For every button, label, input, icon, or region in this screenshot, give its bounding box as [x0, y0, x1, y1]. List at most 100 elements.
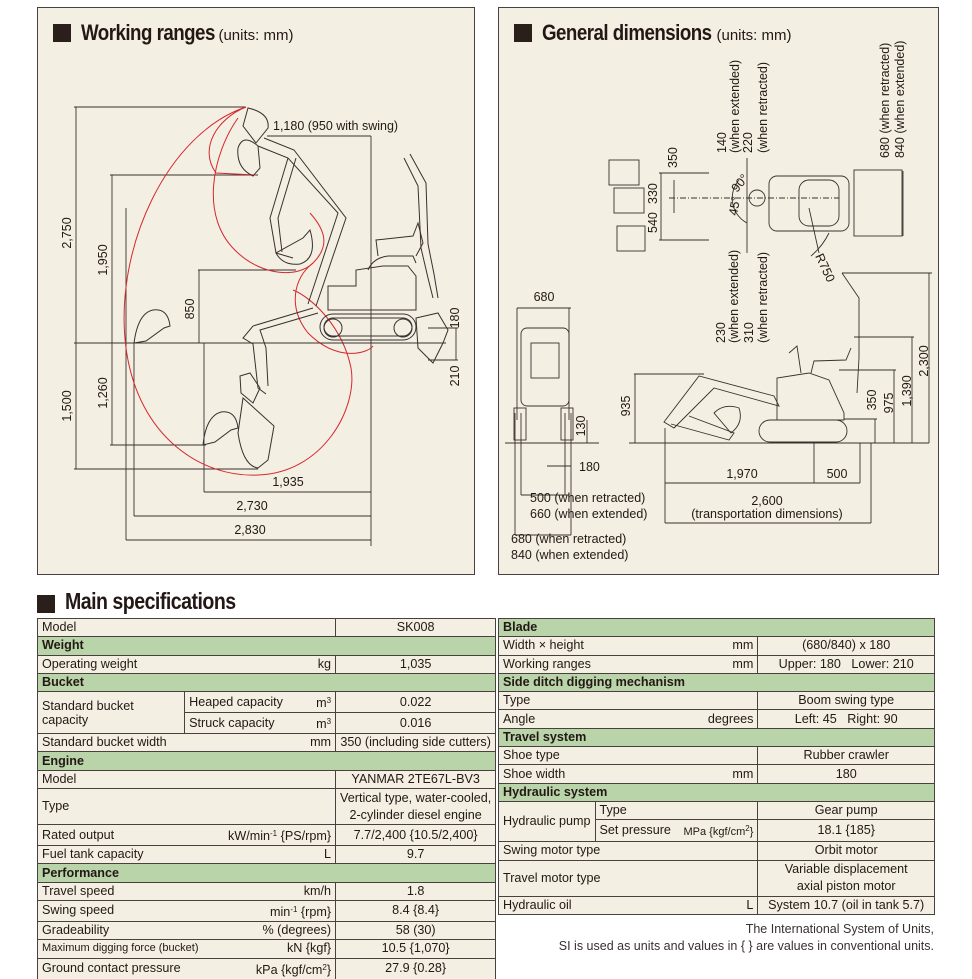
section-side-ditch: Side ditch digging mechanism: [498, 672, 935, 693]
unit-text: m: [316, 696, 327, 711]
row-value: 18.1 {185}: [757, 819, 935, 843]
dimension-lines: [74, 106, 458, 546]
label-front-width: 680: [534, 290, 555, 304]
label-reach-1935: 1,935: [272, 475, 303, 489]
label-max-reach: 2,830: [234, 523, 265, 537]
section-weight: Weight: [36, 636, 497, 656]
row-sublabel: Struck capacity: [184, 712, 287, 735]
table-row: Type Vertical type, water-cooled, 2-cyli…: [36, 788, 497, 826]
spec-table-left: Model SK008 Weight Operating weight kg 1…: [36, 617, 497, 979]
table-row: Angle degrees Left: 45 Right: 90: [498, 709, 935, 729]
value-line-1: Vertical type, water-cooled,: [340, 790, 492, 805]
spec-table-right: Blade Width × height mm (680/840) x 180 …: [497, 617, 935, 915]
row-label: Hydraulic oil: [498, 895, 684, 915]
label-angle-90: 90°: [729, 171, 752, 194]
row-value: 10.5 {1,070}: [335, 939, 497, 959]
excavator-side-view: [629, 272, 932, 524]
row-value: Gear pump: [757, 800, 935, 821]
row-label: Ground contact pressure: [36, 957, 185, 979]
label-310: 310: [742, 322, 756, 343]
label-350-top: 350: [666, 147, 680, 168]
table-row: Travel speed km/h 1.8: [36, 881, 497, 901]
label-transport: (transportation dimensions): [691, 507, 842, 521]
table-row: Gradeability % (degrees) 58 (30): [36, 920, 497, 941]
unit-text: {rpm}: [297, 904, 332, 919]
row-label: Width × height: [498, 636, 684, 656]
table-row: Struck capacity m3 0.016: [38, 712, 497, 735]
row-unit: kPa {kgf/cm2}: [184, 957, 337, 979]
general-dimensions-units: (units: mm): [716, 27, 792, 44]
table-row: Fuel tank capacity L 9.7: [36, 845, 497, 865]
label-angle-45: 45°: [726, 195, 743, 216]
section-header: Hydraulic system: [498, 782, 935, 802]
unit-text: m: [316, 717, 327, 732]
row-unit: kW/min-1 {PS/rpm}: [184, 824, 337, 847]
table-row: Type Boom swing type: [497, 691, 935, 711]
row-unit: MPa {kgf/cm2}: [683, 819, 759, 843]
row-value: Boom swing type: [757, 691, 935, 711]
section-hydraulic: Hydraulic system: [498, 782, 935, 802]
row-label: Shoe width: [498, 764, 684, 784]
section-engine: Engine: [36, 751, 497, 771]
row-value: YANMAR 2TE67L-BV3: [335, 769, 497, 790]
table-row: Swing motor type Orbit motor: [497, 841, 935, 861]
unit-text: }: [749, 826, 754, 839]
excavator-side-drawing: [133, 107, 449, 469]
row-unit: % (degrees): [184, 920, 337, 941]
unit-sup: -1: [270, 829, 278, 839]
label-975: 975: [882, 393, 896, 414]
row-value: System 10.7 (oil in tank 5.7): [757, 895, 935, 915]
row-value: 58 (30): [335, 920, 497, 941]
row-label: Operating weight: [36, 654, 287, 674]
unit-sup: 2: [745, 824, 750, 834]
unit-text: }: [326, 962, 332, 977]
row-value: Upper: 180 Lower: 210: [757, 654, 935, 674]
label-350-side: 350: [865, 390, 879, 411]
label-overall-680: 680 (when retracted): [511, 532, 626, 546]
row-sublabel: Set pressure: [594, 819, 684, 843]
working-ranges-units: (units: mm): [218, 27, 294, 44]
label-when-extended-a: (when extended): [728, 60, 742, 153]
row-label: Swing motor type: [497, 841, 759, 861]
table-row: Hydraulic oil L System 10.7 (oil in tank…: [498, 895, 935, 915]
unit-text: kPa {kgf/cm: [255, 962, 323, 977]
row-label: Standard bucket width: [36, 733, 287, 753]
unit-sup: -1: [290, 904, 298, 914]
label-330: 330: [646, 183, 660, 204]
working-range-curves: [123, 106, 374, 476]
row-value: SK008: [335, 617, 497, 638]
row-label: Model: [36, 769, 337, 790]
row-value: (680/840) x 180: [757, 636, 935, 656]
table-row: Operating weight kg 1,035: [36, 654, 497, 674]
square-bullet-icon: [37, 594, 55, 613]
label-overall-840: 840 (when extended): [511, 548, 628, 562]
section-header: Travel system: [498, 727, 935, 748]
table-row: Standard bucket width mm 350 (including …: [36, 733, 497, 753]
working-ranges-labels: 1,180 (950 with swing) 2,750 1,950 850 1…: [60, 119, 462, 537]
table-row: Standard bucket capacity Heaped capacity…: [36, 691, 497, 735]
label-clearance: 130: [574, 416, 588, 437]
label-230: 230: [714, 322, 728, 343]
row-label: Type: [497, 691, 759, 711]
label-blade-down: 210: [448, 366, 462, 387]
row-label: Fuel tank capacity: [36, 845, 287, 865]
row-label: Rated output: [36, 824, 185, 847]
row-label: Travel motor type: [497, 859, 759, 897]
row-value: 7.7/2,400 {10.5/2,400}: [335, 824, 497, 847]
row-unit: degrees: [683, 709, 759, 729]
row-unit: km/h: [286, 881, 337, 901]
label-max-dig-height: 2,750: [60, 217, 74, 248]
label-max-dig-depth: 1,500: [60, 390, 74, 421]
row-unit: mm: [286, 733, 337, 753]
section-bucket: Bucket: [36, 672, 497, 693]
section-header: Bucket: [36, 672, 497, 693]
label-r750: R750: [812, 251, 837, 284]
table-row: Shoe type Rubber crawler: [497, 746, 935, 766]
label-shoe-180: 180: [579, 460, 600, 474]
table-row: Model SK008: [36, 617, 497, 638]
label-1970: 1,970: [726, 467, 757, 481]
value-line-2: axial piston motor: [796, 879, 896, 894]
row-label: Model: [36, 617, 337, 638]
table-row: Travel motor type Variable displacement …: [497, 859, 935, 897]
label-1390: 1,390: [900, 375, 914, 406]
